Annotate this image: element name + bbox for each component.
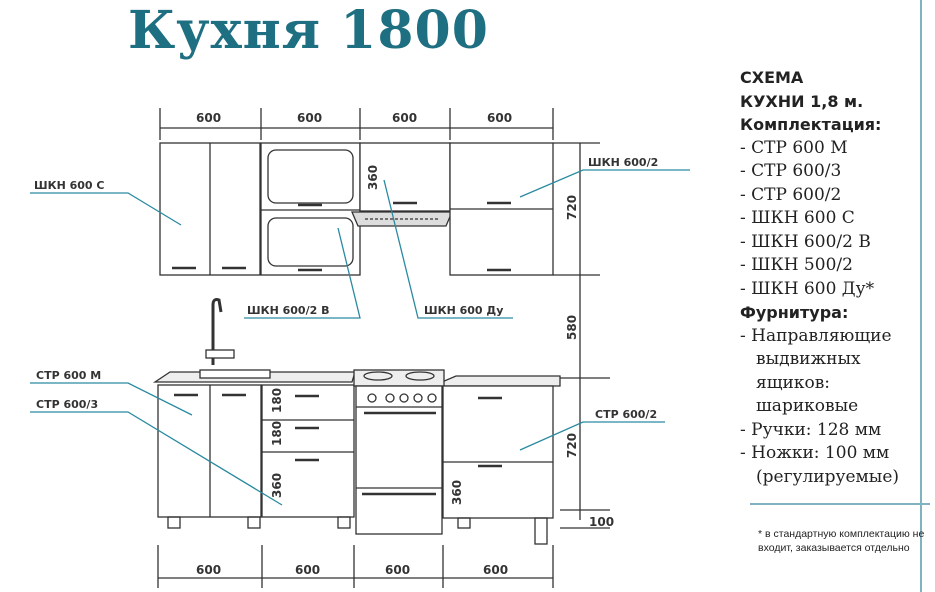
- fittings-label: Фурнитура:: [740, 303, 849, 322]
- right-border: [920, 0, 922, 592]
- set-item: - ШКН 500/2: [740, 255, 853, 275]
- leader-shkn600-2v: [244, 227, 361, 319]
- dim-leg-height: 100: [589, 515, 614, 529]
- dim-drawer-2: 180: [270, 421, 284, 446]
- dim-upper-height: 720: [565, 195, 579, 220]
- page-title: Кухня 1800: [128, 0, 489, 61]
- dim-lower-height: 720: [565, 433, 579, 458]
- dim-bottom-2: 600: [295, 563, 320, 577]
- label-shkn600-2: ШКН 600/2: [588, 156, 658, 169]
- dim-bottom-1: 600: [196, 563, 221, 577]
- leader-shkn600-2: [519, 169, 690, 198]
- set-item: - ШКН 600 Ду*: [740, 278, 875, 299]
- fitting-item: - Направляющие: [740, 325, 892, 346]
- dim-gap-height: 580: [565, 315, 579, 340]
- label-shkn600du: ШКН 600 Ду: [424, 304, 503, 317]
- set-label: Комплектация:: [740, 115, 882, 134]
- leader-str600-2: [519, 421, 665, 451]
- label-shkn600-2v: ШКН 600/2 В: [247, 304, 329, 317]
- fitting-item-cont: ящиков:: [756, 372, 831, 393]
- divider: [750, 503, 930, 505]
- dim-drawer-1: 180: [270, 388, 284, 413]
- dim-top-3: 600: [392, 111, 417, 125]
- set-item: - ШКН 600 С: [740, 208, 855, 228]
- faucet: [211, 298, 223, 365]
- dim-bottom-4: 600: [483, 563, 508, 577]
- label-str600m: СТР 600 М: [36, 369, 101, 382]
- scheme-panel: СХЕМА КУХНИ 1,8 м. Комплектация: - СТР 6…: [740, 66, 930, 489]
- fitting-item-cont: (регулируемые): [756, 466, 900, 487]
- set-item: - СТР 600/2: [740, 184, 842, 205]
- lower-cabinet-str600-2: [442, 385, 554, 519]
- upper-cabinet-shkn500-2: [359, 142, 451, 212]
- stove-body: [355, 385, 443, 535]
- set-item: - СТР 600 М: [740, 137, 848, 158]
- scheme-heading-2: КУХНИ 1,8 м.: [740, 91, 864, 111]
- lower-cabinet-str600-3: [261, 384, 355, 518]
- leader-shkn600c: [30, 192, 182, 226]
- fitting-item-cont: шариковые: [756, 396, 859, 416]
- fitting-item: - Ручки: 128 мм: [740, 419, 882, 440]
- set-item: - ШКН 600/2 В: [740, 231, 871, 252]
- dim-hood-gap: 360: [366, 165, 380, 190]
- dim-drawer-3: 360: [270, 473, 284, 498]
- dim-bottom-3: 600: [385, 563, 410, 577]
- label-shkn600c: ШКН 600 С: [34, 179, 104, 192]
- fitting-item-cont: выдвижных: [756, 349, 861, 369]
- leader-str600m: [30, 382, 193, 416]
- dim-top-4: 600: [487, 111, 512, 125]
- fitting-item: - Ножки: 100 мм: [740, 443, 890, 463]
- label-str600-3: СТР 600/3: [36, 398, 98, 411]
- set-item: - СТР 600/3: [740, 161, 842, 181]
- footnote: * в стандартную комплектацию не входит, …: [758, 528, 925, 554]
- scheme-heading-1: СХЕМА: [740, 68, 804, 87]
- dim-top-1: 600: [196, 111, 221, 125]
- leader-shkn600du: [383, 179, 513, 319]
- leader-str600-3: [30, 411, 283, 506]
- dim-top-2: 600: [297, 111, 322, 125]
- label-str600-2: СТР 600/2: [595, 408, 657, 421]
- dim-oven-drawer: 360: [450, 480, 464, 505]
